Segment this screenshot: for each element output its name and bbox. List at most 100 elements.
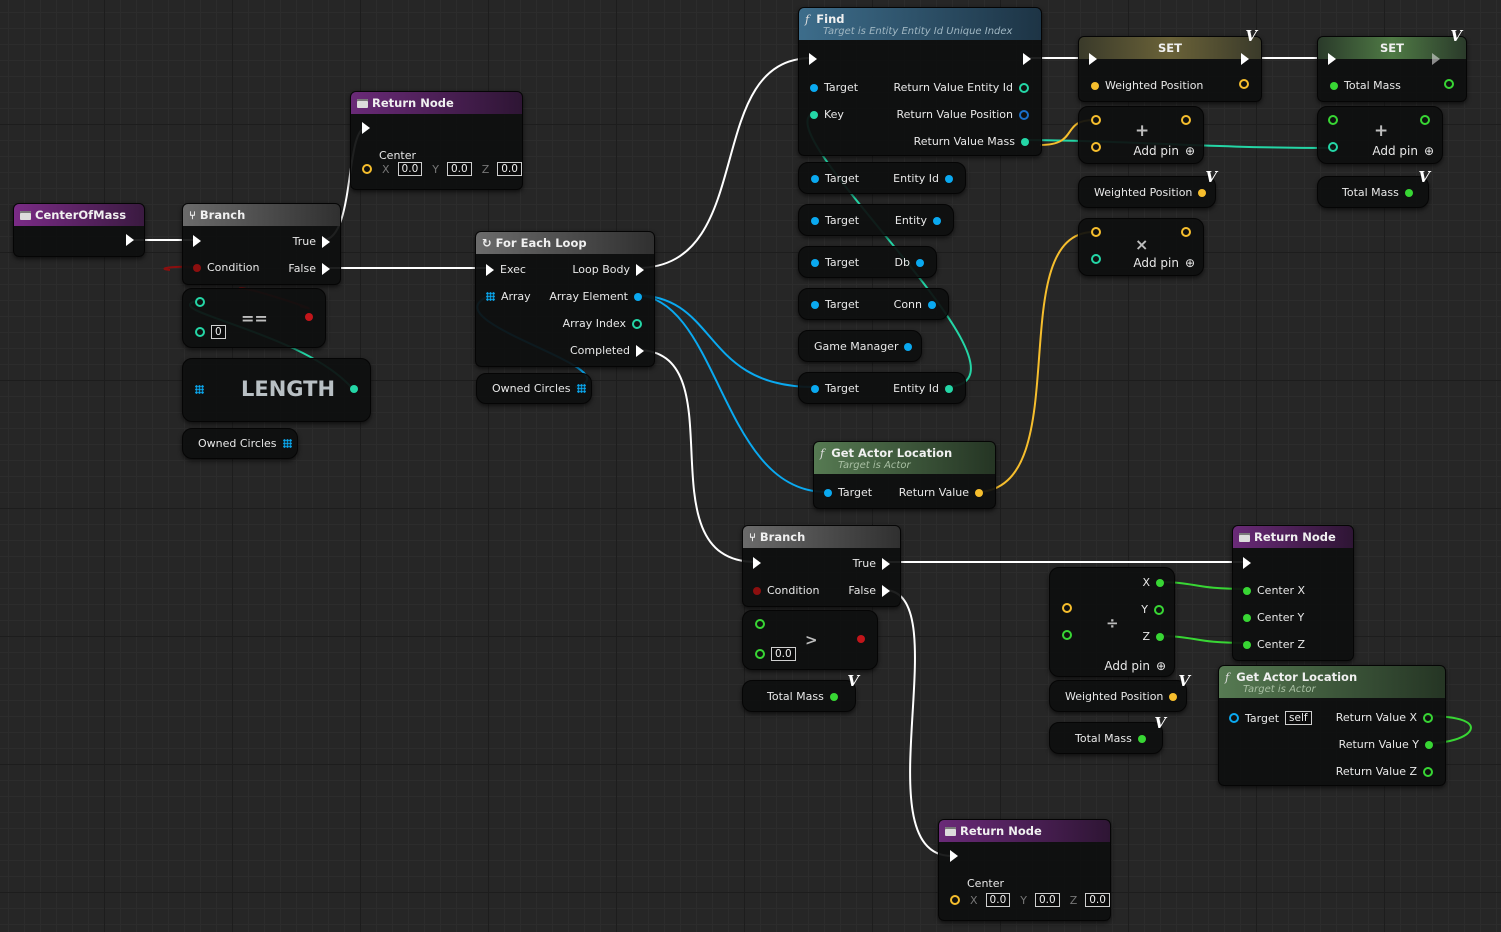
exec-in-pin[interactable] <box>809 53 817 65</box>
int-out-pin[interactable] <box>350 385 358 393</box>
rv-y-pin[interactable]: Return Value Y <box>1339 738 1433 751</box>
center-y-pin[interactable]: Center Y <box>1243 611 1304 624</box>
target-pin[interactable]: Target <box>811 382 859 395</box>
self-field[interactable]: self <box>1285 711 1312 725</box>
int-in-pin-b[interactable]: 0 <box>195 325 226 339</box>
weighted-position-getter-2[interactable]: Weighted Position V <box>1049 680 1187 712</box>
getter-db[interactable]: Target Db <box>798 246 937 278</box>
center-x-field[interactable]: 0.0 <box>398 162 423 176</box>
return-value-pin[interactable]: Return Value <box>899 486 983 499</box>
rv-z-pin[interactable]: Return Value Z <box>1336 765 1433 778</box>
center-pin[interactable]: X0.0 Y0.0 Z0.0 <box>362 162 522 176</box>
center-y-field[interactable]: 0.0 <box>1035 893 1060 907</box>
exec-out-pin[interactable] <box>1432 53 1454 65</box>
center-z-field[interactable]: 0.0 <box>1085 893 1110 907</box>
owned-circles-pin[interactable]: Owned Circles <box>198 437 292 450</box>
bool-out-pin[interactable] <box>857 635 865 643</box>
float-in-a[interactable] <box>755 619 765 629</box>
vec-in-b[interactable] <box>1091 142 1101 152</box>
weighted-position-out-pin[interactable] <box>1239 79 1249 89</box>
compare-value-field[interactable]: 0.0 <box>771 647 796 661</box>
array-in-pin[interactable]: Array <box>486 290 531 303</box>
center-x-pin[interactable]: Center X <box>1243 584 1305 597</box>
owned-circles-getter-1[interactable]: Owned Circles <box>182 428 298 459</box>
total-mass-pin[interactable]: Total Mass <box>1330 79 1401 92</box>
condition-pin[interactable]: Condition <box>753 584 820 597</box>
weighted-position-getter-1[interactable]: Weighted Position V <box>1078 176 1216 208</box>
compare-value-field[interactable]: 0 <box>211 325 226 339</box>
total-mass-getter-3[interactable]: Total Mass V <box>1049 722 1163 754</box>
completed-pin[interactable]: Completed <box>570 344 644 357</box>
target-pin[interactable]: Targetself <box>1229 711 1312 725</box>
center-y-field[interactable]: 0.0 <box>447 162 472 176</box>
exec-out-pin[interactable] <box>1241 53 1249 65</box>
find-node[interactable]: fFind Target is Entity Entity Id Unique … <box>798 7 1042 156</box>
getter-entity-id[interactable]: Target Entity Id <box>798 162 966 194</box>
float-in-b[interactable] <box>1328 142 1338 152</box>
target-pin[interactable]: Target <box>811 172 859 185</box>
rv-x-pin[interactable]: Return Value X <box>1336 711 1433 724</box>
exec-in-pin[interactable] <box>1243 557 1251 569</box>
y-out-pin[interactable]: Y <box>1141 603 1164 616</box>
add-float-node[interactable]: + ⊕Add pin <box>1317 106 1443 164</box>
getter-conn[interactable]: Target Conn <box>798 288 949 320</box>
true-pin[interactable]: True <box>853 557 890 570</box>
exec-in-pin[interactable] <box>753 557 761 569</box>
add-vector-node[interactable]: + ⊕Add pin <box>1078 106 1204 164</box>
vec-in-a[interactable] <box>1091 115 1101 125</box>
set-total-mass-node[interactable]: SET V Total Mass <box>1317 36 1467 102</box>
greater-than-node[interactable]: 0.0 > <box>742 610 878 670</box>
add-pin-button[interactable]: ⊕Add pin <box>1372 144 1434 158</box>
center-x-field[interactable]: 0.0 <box>986 893 1011 907</box>
for-each-loop-node[interactable]: ↻For Each Loop Exec Loop Body Array Arra… <box>475 231 655 367</box>
float-in[interactable] <box>1091 254 1101 264</box>
game-manager-getter[interactable]: Game Manager <box>798 330 922 362</box>
multiply-node[interactable]: × ⊕Add pin <box>1078 218 1204 276</box>
false-pin[interactable]: False <box>848 584 890 597</box>
total-mass-getter-2[interactable]: Total Mass V <box>742 680 856 712</box>
target-pin[interactable]: Target <box>824 486 872 499</box>
float-in-b[interactable]: 0.0 <box>755 647 796 661</box>
total-mass-pin[interactable]: Total Mass <box>767 690 838 703</box>
total-mass-pin[interactable]: Total Mass <box>1342 186 1413 199</box>
owned-circles-pin[interactable]: Owned Circles <box>492 382 586 395</box>
equals-node[interactable]: 0 == <box>182 288 326 348</box>
int-in-pin-a[interactable] <box>195 297 205 307</box>
exec-in-pin[interactable]: Exec <box>486 263 526 276</box>
branch-node-2[interactable]: ⑂Branch True Condition False <box>742 525 901 607</box>
weighted-position-pin[interactable]: Weighted Position <box>1094 186 1206 199</box>
conn-out-pin[interactable]: Conn <box>894 298 936 311</box>
center-pin[interactable]: X0.0 Y0.0 Z0.0 <box>950 893 1110 907</box>
x-out-pin[interactable]: X <box>1142 576 1164 589</box>
getter-entity-id-2[interactable]: Target Entity Id <box>798 372 966 404</box>
weighted-position-pin[interactable]: Weighted Position <box>1065 690 1177 703</box>
weighted-position-pin[interactable]: Weighted Position <box>1091 79 1203 92</box>
target-pin[interactable]: Target <box>811 214 859 227</box>
divide-node[interactable]: X Y ÷ Z ⊕Add pin <box>1049 567 1175 677</box>
array-element-pin[interactable]: Array Element <box>549 290 642 303</box>
array-index-pin[interactable]: Array Index <box>563 317 642 330</box>
vec-in[interactable] <box>1091 227 1101 237</box>
return-node-3[interactable]: Return Node Center X0.0 Y0.0 Z0.0 <box>938 819 1111 921</box>
rv-entity-pin[interactable]: Return Value Entity Id <box>893 81 1029 94</box>
exec-in-pin[interactable] <box>1328 53 1336 65</box>
add-pin-button[interactable]: ⊕Add pin <box>1104 659 1166 673</box>
condition-pin[interactable]: Condition <box>193 261 260 274</box>
db-out-pin[interactable]: Db <box>895 256 924 269</box>
float-in-a[interactable] <box>1328 115 1338 125</box>
get-actor-location-node-2[interactable]: fGet Actor Location Target is Actor Targ… <box>1218 665 1446 786</box>
target-pin[interactable]: Target <box>810 81 858 94</box>
exec-in-pin[interactable] <box>1089 53 1097 65</box>
rv-mass-pin[interactable]: Return Value Mass <box>914 135 1029 148</box>
center-z-field[interactable]: 0.0 <box>497 162 522 176</box>
add-pin-button[interactable]: ⊕Add pin <box>1133 144 1195 158</box>
total-mass-getter-1[interactable]: Total Mass V <box>1317 176 1429 208</box>
exec-in-pin[interactable] <box>362 122 370 134</box>
exec-in-pin[interactable] <box>193 235 201 247</box>
return-node-2[interactable]: Return Node Center X Center Y Center Z <box>1232 525 1354 661</box>
loop-body-pin[interactable]: Loop Body <box>572 263 644 276</box>
entity-out-pin[interactable]: Entity <box>895 214 941 227</box>
entity-id-out-pin[interactable]: Entity Id <box>893 172 953 185</box>
center-z-pin[interactable]: Center Z <box>1243 638 1305 651</box>
exec-in-pin[interactable] <box>950 850 958 862</box>
